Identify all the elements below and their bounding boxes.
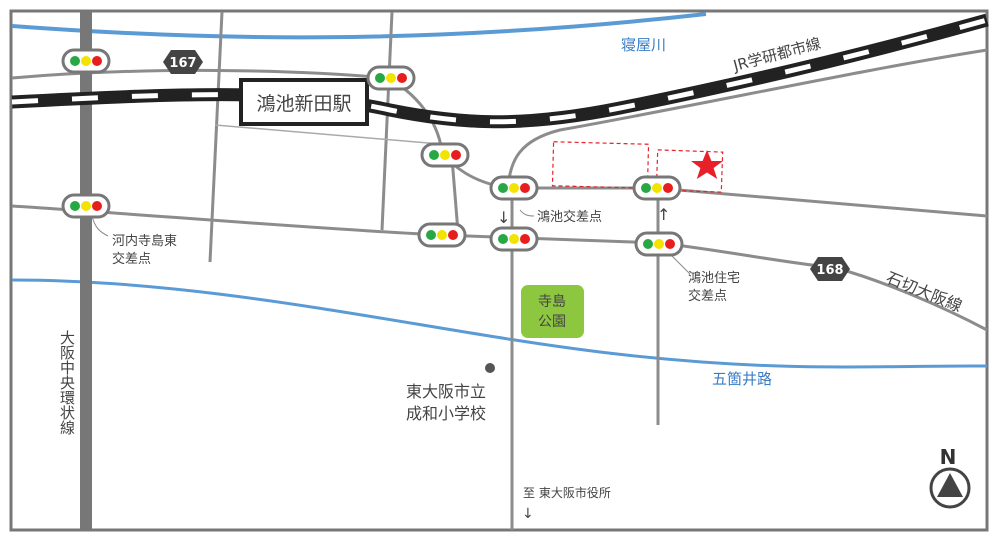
route-168-shield: 168 xyxy=(810,257,850,281)
ring-road xyxy=(80,12,92,530)
river-gokairo xyxy=(11,278,988,369)
svg-text:寺島: 寺島 xyxy=(538,294,566,310)
river-label-neyagawa: 寝屋川 xyxy=(621,36,666,54)
site-area-west xyxy=(551,141,650,189)
terashima-park: 寺島 公園 xyxy=(521,285,584,338)
intersection-label-kawachi-2: 交差点 xyxy=(112,251,151,267)
road-label-ring: 大阪中央環状線 xyxy=(58,330,76,435)
compass-label: N xyxy=(940,445,957,469)
site-area-east xyxy=(655,149,724,193)
traffic-signal-icon xyxy=(61,48,111,74)
destination-star-icon xyxy=(691,150,723,179)
traffic-signal-icon xyxy=(420,142,470,168)
traffic-signal-icon xyxy=(417,222,467,248)
arrow-down-icon: ↓ xyxy=(497,208,510,227)
traffic-signal-icon xyxy=(366,65,416,91)
kawachi-label-leader xyxy=(91,215,109,237)
river-label-gokairo: 五箇井路 xyxy=(712,370,772,388)
school-name-line2: 成和小学校 xyxy=(406,404,486,423)
traffic-signal-icon xyxy=(61,193,111,219)
school-name-line1: 東大阪市立 xyxy=(406,382,486,401)
svg-text:公園: 公園 xyxy=(538,314,566,330)
route-167-shield: 167 xyxy=(163,50,203,74)
to-city-hall-label: 至 東大阪市役所 xyxy=(523,485,611,500)
school-marker-icon xyxy=(485,363,495,373)
intersection-label-konoike: 鴻池交差点 xyxy=(537,209,602,225)
station-marker: 鴻池新田駅 xyxy=(239,78,369,126)
konoike-label-leader xyxy=(519,209,535,217)
north-compass: N xyxy=(929,445,971,509)
intersection-label-jutaku-2: 交差点 xyxy=(688,288,727,304)
station-name: 鴻池新田駅 xyxy=(256,93,351,115)
arrow-up-icon: ↑ xyxy=(657,205,670,224)
traffic-signal-icon xyxy=(489,175,539,201)
traffic-signals xyxy=(61,48,684,257)
station-access-line xyxy=(214,124,453,146)
river-neyagawa xyxy=(11,12,707,40)
traffic-signal-icon xyxy=(632,175,682,201)
intersection-label-kawachi-1: 河内寺島東 xyxy=(112,233,177,249)
rail-line-dash xyxy=(11,17,988,125)
intersection-label-jutaku-1: 鴻池住宅 xyxy=(688,271,740,286)
traffic-signal-icon xyxy=(634,231,684,257)
traffic-signal-icon xyxy=(489,226,539,252)
to-city-hall-arrow-icon: ↓ xyxy=(522,506,534,522)
svg-text:167: 167 xyxy=(169,56,196,71)
svg-text:168: 168 xyxy=(816,263,843,278)
